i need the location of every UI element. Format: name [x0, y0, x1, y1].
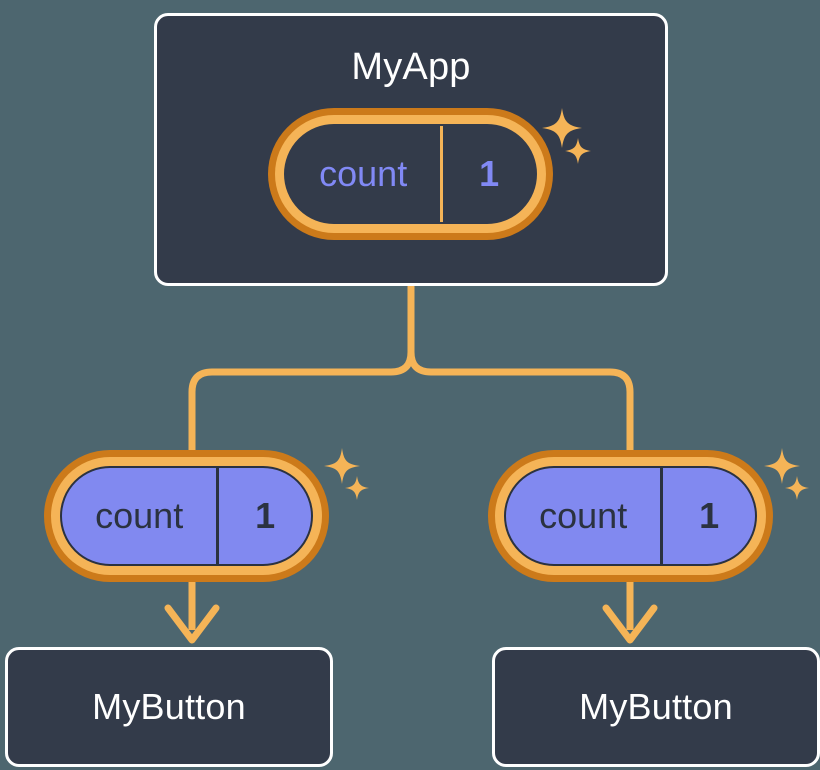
- state-pill-body: count 1: [60, 466, 313, 566]
- component-card-mybutton-left[interactable]: MyButton: [5, 647, 333, 767]
- state-pill-myapp[interactable]: count 1: [268, 108, 553, 240]
- sparkle-four-point-small-icon: [345, 476, 369, 500]
- state-pill-ring-inner: count 1: [495, 457, 766, 575]
- state-pill-body: count 1: [504, 466, 757, 566]
- state-key-label: count: [95, 495, 184, 536]
- connector-root-to-left-pill: [188, 283, 415, 456]
- arrow-left-pill-to-button: [164, 578, 220, 644]
- component-card-mybutton-right[interactable]: MyButton: [492, 647, 820, 767]
- state-pill-left[interactable]: count 1: [44, 450, 329, 582]
- state-value-label: 1: [440, 126, 535, 222]
- page-title: MyApp: [351, 46, 471, 88]
- state-pill-body: count 1: [284, 124, 537, 224]
- state-value-label: 1: [660, 468, 755, 564]
- state-pill-ring-inner: count 1: [51, 457, 322, 575]
- component-title: MyButton: [579, 686, 733, 727]
- state-pill-right[interactable]: count 1: [488, 450, 773, 582]
- sparkle-four-point-large-icon: [324, 448, 360, 484]
- sparkle-four-point-small-icon: [785, 476, 809, 500]
- connector-root-to-right-pill: [407, 283, 634, 456]
- state-key-label: count: [539, 495, 628, 536]
- state-key-label: count: [319, 153, 408, 194]
- component-title: MyButton: [92, 686, 246, 727]
- state-value-label: 1: [216, 468, 311, 564]
- state-pill-ring-inner: count 1: [275, 115, 546, 233]
- arrow-right-pill-to-button: [602, 578, 658, 644]
